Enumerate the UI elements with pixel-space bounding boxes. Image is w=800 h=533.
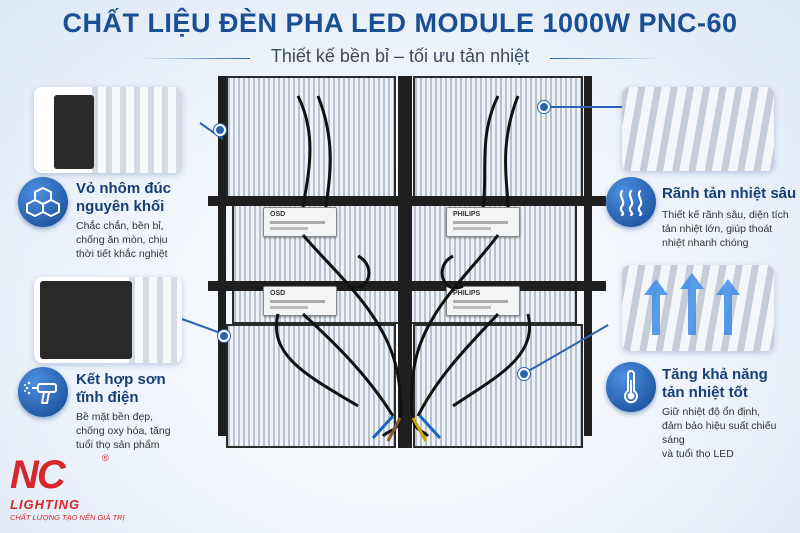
side-frame <box>584 76 592 436</box>
brand-logo: NC ® LIGHTING CHẤT LƯỢNG TẠO NÊN GIÁ TRỊ <box>10 453 125 522</box>
callout-dot <box>218 330 230 342</box>
led-driver: OSD <box>263 286 337 316</box>
feature-title: Rãnh tản nhiệt sâu <box>662 185 797 202</box>
spray-gun-icon <box>24 381 57 404</box>
side-frame <box>218 76 226 436</box>
heat-dissipation-closeup <box>622 265 774 351</box>
driver-label: OSD <box>270 211 286 218</box>
callout-dot <box>518 368 530 380</box>
led-driver: PHILIPS <box>446 207 520 237</box>
subtitle-divider-right <box>550 58 660 59</box>
deep-fins-closeup <box>622 87 774 171</box>
callout-dot <box>214 124 226 136</box>
powder-coating-closeup <box>34 277 182 363</box>
subtitle-divider-left <box>140 58 250 59</box>
feature-icon-circle <box>18 367 68 417</box>
floodlight-product-image: OSD PHILIPS OSD PHILIPS <box>208 76 606 448</box>
feature-description: Giữ nhiệt độ ổn định,đảm bảo hiệu suất c… <box>662 406 777 460</box>
feature-icon-circle <box>606 177 656 227</box>
heatsink-panel <box>226 324 396 448</box>
driver-label: OSD <box>270 290 286 297</box>
feature-icon-circle <box>18 177 68 227</box>
cubes-icon <box>26 187 60 217</box>
callout-line <box>545 106 623 108</box>
driver-label: PHILIPS <box>453 290 481 297</box>
driver-label: PHILIPS <box>453 211 481 218</box>
callout-dot <box>538 101 550 113</box>
page-subtitle: Thiết kế bền bỉ – tối ưu tản nhiệt <box>270 46 530 66</box>
heatsink-panel <box>413 324 583 448</box>
led-driver: OSD <box>263 207 337 237</box>
center-frame <box>398 76 412 448</box>
power-cables <box>275 95 531 442</box>
heatsink-panel <box>226 76 396 200</box>
page-title: CHẤT LIỆU ĐÈN PHA LED MODULE 1000W PNC-6… <box>62 8 738 38</box>
brand-name: LIGHTING <box>10 497 81 512</box>
brand-slogan: CHẤT LƯỢNG TẠO NÊN GIÁ TRỊ <box>10 513 125 522</box>
airflow-arrows-icon <box>644 273 740 335</box>
thermometer-icon <box>624 370 638 404</box>
aluminum-housing-closeup <box>34 87 182 173</box>
feature-icon-circle <box>606 362 656 412</box>
heat-waves-icon <box>619 189 643 217</box>
led-driver: PHILIPS <box>446 286 520 316</box>
logo-mark: NC <box>10 453 66 497</box>
registered-mark: ® <box>102 453 109 463</box>
